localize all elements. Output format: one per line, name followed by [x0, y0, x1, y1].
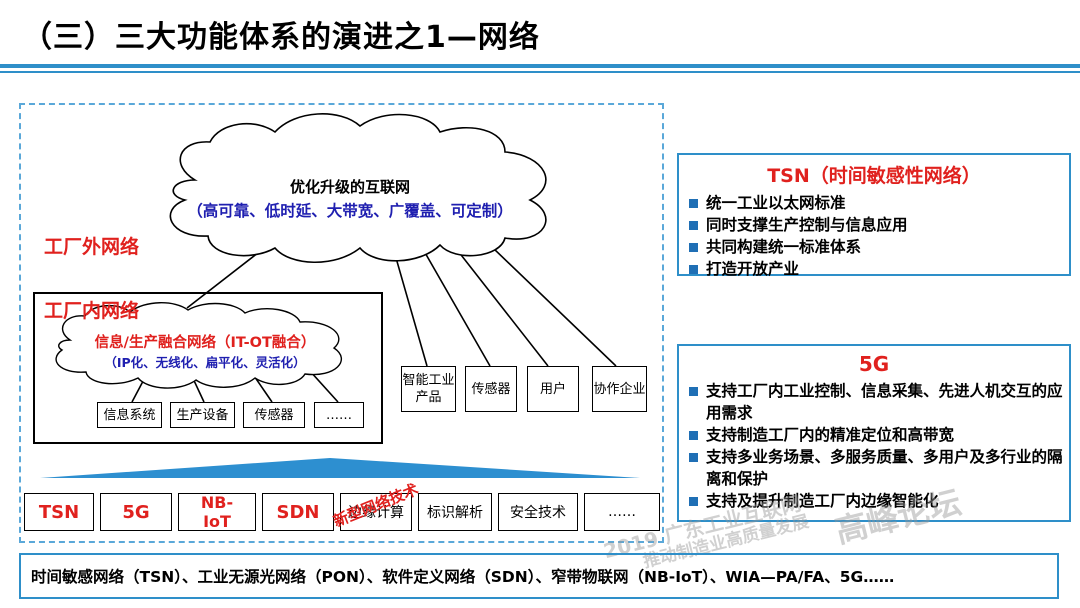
external-network-label: 工厂外网络 — [44, 236, 140, 258]
tsn-feature-list: 统一工业以太网标准 同时支撑生产控制与信息应用 共同构建统一标准体系 打造开放产… — [679, 192, 1069, 280]
tech-sdn: SDN — [262, 493, 334, 531]
internal-cloud-shape — [55, 302, 342, 389]
tech-nb-iot: NB-IoT — [178, 493, 256, 531]
fiveg-feature: 支持及提升制造工厂内边缘智能化 — [687, 490, 1063, 512]
internal-network-label: 工厂内网络 — [44, 300, 140, 322]
network-diagram-frame — [19, 103, 664, 543]
endpoint-user: 用户 — [527, 366, 579, 412]
fiveg-panel: 5G 支持工厂内工业控制、信息采集、先进人机交互的应用需求 支持制造工厂内的精准… — [677, 344, 1071, 522]
tech-identifier-resolution: 标识解析 — [418, 493, 492, 531]
internal-cloud-features: （IP化、无线化、扁平化、灵活化） — [104, 355, 306, 370]
endpoint-partner: 协作企业 — [592, 366, 647, 412]
external-cloud-features: （高可靠、低时延、大带宽、广覆盖、可定制） — [187, 202, 513, 220]
endpoint-sensor: 传感器 — [465, 366, 517, 412]
tsn-feature: 打造开放产业 — [687, 258, 1069, 280]
fiveg-feature: 支持工厂内工业控制、信息采集、先进人机交互的应用需求 — [687, 380, 1063, 424]
fiveg-feature: 支持制造工厂内的精准定位和高带宽 — [687, 424, 1063, 446]
tech-edge-computing: 边缘计算 — [340, 493, 412, 531]
technology-summary-bar: 时间敏感网络（TSN）、工业无源光网络（PON）、软件定义网络（SDN）、窄带物… — [19, 553, 1059, 599]
internal-network-box — [33, 292, 383, 444]
tsn-feature: 共同构建统一标准体系 — [687, 236, 1069, 258]
slide-title: （三）三大功能体系的演进之1—网络 — [22, 20, 540, 55]
tsn-feature: 同时支撑生产控制与信息应用 — [687, 214, 1069, 236]
fiveg-feature-list: 支持工厂内工业控制、信息采集、先进人机交互的应用需求 支持制造工厂内的精准定位和… — [679, 380, 1069, 512]
endpoint-smart-product: 智能工业产品 — [401, 366, 456, 412]
tsn-feature: 统一工业以太网标准 — [687, 192, 1069, 214]
title-rule — [0, 64, 1080, 68]
technology-triangle — [40, 458, 640, 478]
technology-summary-text: 时间敏感网络（TSN）、工业无源光网络（PON）、软件定义网络（SDN）、窄带物… — [31, 568, 895, 586]
device-info-system: 信息系统 — [97, 402, 162, 428]
device-production-equipment: 生产设备 — [170, 402, 235, 428]
tsn-panel-title: TSN（时间敏感性网络） — [767, 165, 981, 187]
device-sensor: 传感器 — [243, 402, 305, 428]
fiveg-feature: 支持多业务场景、多服务质量、多用户及多行业的隔离和保护 — [687, 446, 1063, 490]
tsn-panel: TSN（时间敏感性网络） 统一工业以太网标准 同时支撑生产控制与信息应用 共同构… — [677, 153, 1071, 278]
device-more: …… — [314, 402, 364, 428]
title-rule-thin — [0, 71, 1080, 73]
tech-security: 安全技术 — [498, 493, 578, 531]
external-cloud-title: 优化升级的互联网 — [289, 178, 410, 196]
external-cloud-shape — [169, 113, 547, 263]
tech-tsn: TSN — [24, 493, 94, 531]
tech-5g: 5G — [100, 493, 172, 531]
tech-more: …… — [584, 493, 660, 531]
internal-cloud-title: 信息/生产融合网络（IT-OT融合） — [94, 335, 316, 351]
fiveg-panel-title: 5G — [858, 352, 890, 376]
